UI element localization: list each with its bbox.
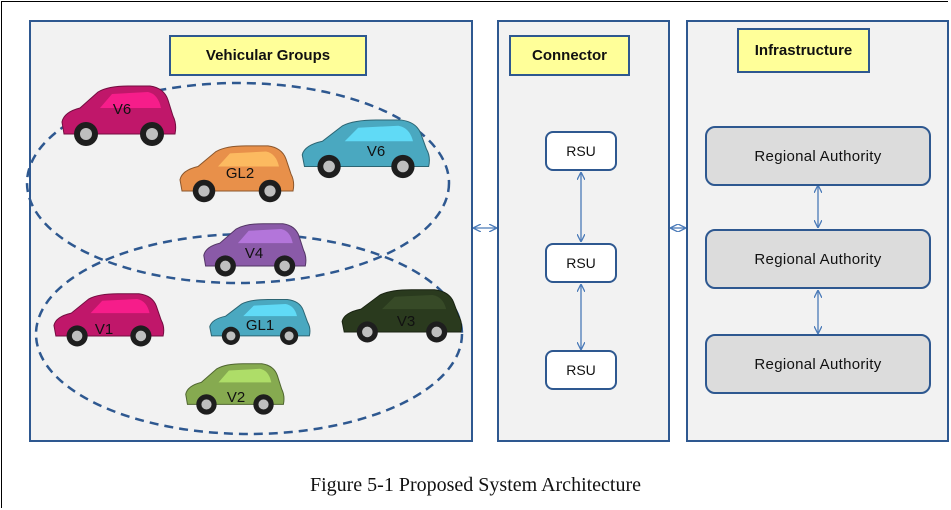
- infrastructure-title: Infrastructure: [737, 28, 870, 73]
- car-label: V2: [227, 389, 245, 406]
- regional-authority-box: Regional Authority: [705, 229, 931, 289]
- car-v1-icon: V1: [53, 293, 165, 347]
- car-label: V3: [397, 313, 415, 330]
- group-ellipse-bottom: [34, 232, 464, 436]
- group-ellipse-top: [25, 81, 451, 285]
- car-label: V6: [113, 101, 131, 118]
- figure-caption: Figure 5-1 Proposed System Architecture: [309, 474, 642, 496]
- car-v2-icon: V2: [185, 363, 285, 415]
- vehicular-groups-title: Vehicular Groups: [169, 35, 367, 76]
- car-gl2-icon: GL2: [179, 145, 295, 203]
- car-gl1-icon: GL1: [209, 299, 311, 345]
- car-v4-icon: V4: [203, 223, 307, 277]
- car-label: GL1: [246, 317, 274, 334]
- rsu-box: RSU: [545, 131, 617, 171]
- rsu-box: RSU: [545, 243, 617, 283]
- car-label: GL2: [226, 165, 254, 182]
- regional-authority-box: Regional Authority: [705, 334, 931, 394]
- car-label: V4: [245, 245, 263, 262]
- connector-title: Connector: [509, 35, 630, 76]
- car-label: V1: [95, 321, 113, 338]
- rsu-box: RSU: [545, 350, 617, 390]
- car-v6-icon: V6: [61, 85, 177, 146]
- car-v6-icon: V6: [301, 119, 430, 179]
- car-v3-icon: V3: [341, 289, 463, 343]
- regional-authority-box: Regional Authority: [705, 126, 931, 186]
- car-label: V6: [367, 143, 385, 160]
